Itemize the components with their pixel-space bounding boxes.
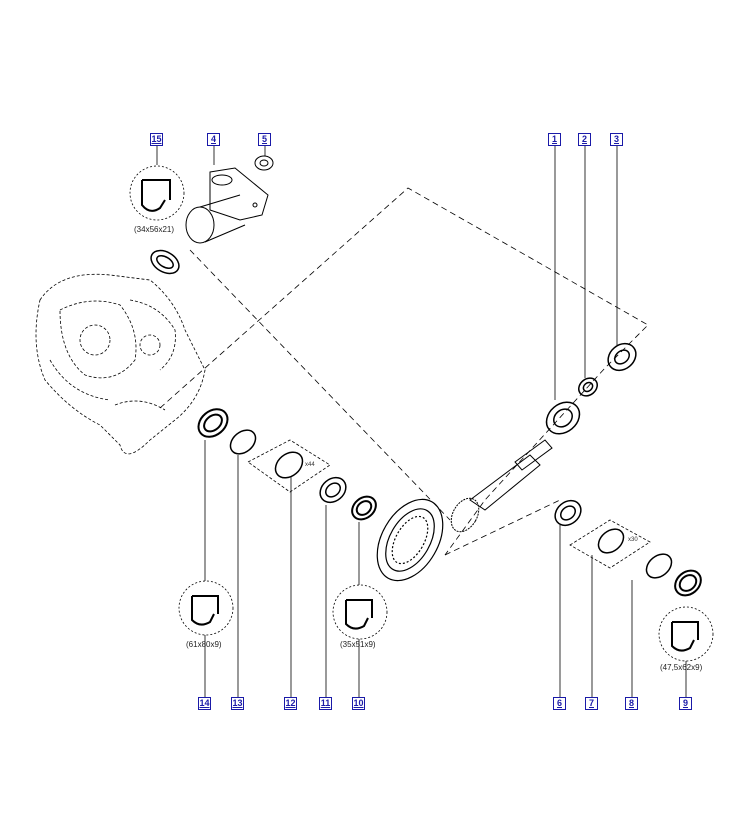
seal-size-14: (61x80x9) bbox=[186, 640, 222, 649]
seal-section-badge-15 bbox=[129, 165, 185, 221]
seal-size-10: (35x51x9) bbox=[340, 640, 376, 649]
seal-ring-15 bbox=[150, 249, 180, 275]
pinion-nut-2 bbox=[578, 377, 598, 397]
callout-13[interactable]: 13 bbox=[231, 697, 244, 710]
bearing-6 bbox=[554, 499, 582, 527]
callout-3[interactable]: 3 bbox=[610, 133, 623, 146]
seal-size-9: (47,5x62x9) bbox=[660, 663, 703, 672]
callout-15[interactable]: 15 bbox=[150, 133, 163, 146]
shim-7 bbox=[597, 528, 625, 554]
circlip-13 bbox=[229, 429, 257, 455]
callout-12[interactable]: 12 bbox=[284, 697, 297, 710]
bearing-3 bbox=[607, 342, 637, 372]
seal-section-badge-10 bbox=[332, 584, 388, 640]
seal-section-badge-14 bbox=[178, 580, 234, 636]
callout-4[interactable]: 4 bbox=[207, 133, 220, 146]
callout-2[interactable]: 2 bbox=[578, 133, 591, 146]
callout-6[interactable]: 6 bbox=[553, 697, 566, 710]
seal-section-badge-9 bbox=[658, 606, 714, 662]
assembly-dashed-outline bbox=[159, 187, 649, 556]
pinion-shaft bbox=[469, 439, 553, 511]
shim-pack-box-7 bbox=[569, 519, 651, 569]
gearbox-housing bbox=[35, 273, 206, 455]
seal-ring-10 bbox=[351, 495, 377, 521]
flange-nut bbox=[254, 155, 274, 171]
crown-wheel-gear bbox=[376, 498, 444, 582]
quantity-7: x30 bbox=[628, 537, 638, 543]
dashed-link bbox=[444, 499, 561, 556]
callout-1[interactable]: 1 bbox=[548, 133, 561, 146]
callout-5[interactable]: 5 bbox=[258, 133, 271, 146]
callout-8[interactable]: 8 bbox=[625, 697, 638, 710]
seal-ring-14 bbox=[197, 408, 229, 438]
bearing-11 bbox=[319, 476, 347, 504]
callout-11[interactable]: 11 bbox=[319, 697, 332, 710]
callout-10[interactable]: 10 bbox=[352, 697, 365, 710]
circlip-8 bbox=[645, 553, 673, 579]
leader-lines bbox=[156, 146, 687, 697]
pinion-gear bbox=[450, 497, 480, 533]
shim-pack-box-12 bbox=[247, 439, 331, 493]
output-flange bbox=[185, 167, 269, 244]
callout-9[interactable]: 9 bbox=[679, 697, 692, 710]
callout-7[interactable]: 7 bbox=[585, 697, 598, 710]
bearing-1 bbox=[545, 401, 581, 435]
seal-size-15: (34x56x21) bbox=[134, 225, 175, 234]
quantity-12: x44 bbox=[305, 462, 315, 468]
seal-ring-9 bbox=[674, 569, 702, 597]
shim-12 bbox=[274, 451, 304, 479]
callout-14[interactable]: 14 bbox=[198, 697, 211, 710]
dashed-axis bbox=[189, 249, 451, 521]
